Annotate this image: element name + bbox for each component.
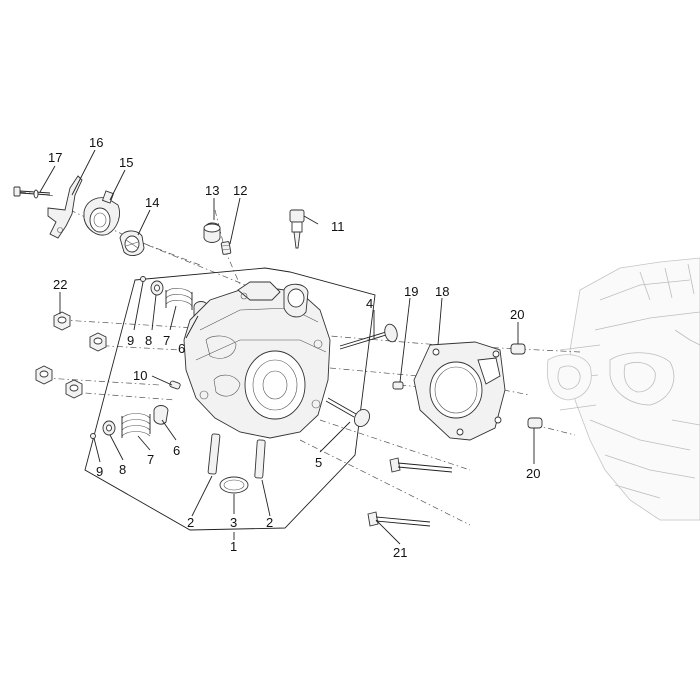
- valve-5-part: [325, 397, 370, 427]
- callout-7-upper: 7: [163, 333, 170, 348]
- dowel-19-part: [392, 381, 404, 390]
- housing-15-part: [83, 190, 120, 236]
- bolt-17-part: [13, 186, 51, 199]
- bolts-21-part: [367, 457, 453, 527]
- thermostat-14-part: [119, 230, 145, 256]
- cylinder-head-part: [183, 281, 331, 439]
- callout-18: 18: [435, 284, 449, 299]
- callout-2-left: 2: [187, 515, 194, 530]
- callout-16: 16: [89, 135, 103, 150]
- group-1-outline: [84, 267, 376, 531]
- pins-and-oring-part: [207, 433, 266, 494]
- callout-13: 13: [205, 183, 219, 198]
- leader-lines: [39, 149, 535, 545]
- sensor-11-part: [289, 209, 319, 249]
- stud-12-part: [220, 241, 232, 255]
- callout-4: 4: [366, 296, 373, 311]
- callout-labels: 17 16 15 14 13 12 11 22 9 8 7 6 10 9 8 7…: [48, 135, 540, 560]
- callout-7-lower: 7: [147, 452, 154, 467]
- valve-set-lower-part: [90, 405, 169, 439]
- callout-2-right: 2: [266, 515, 273, 530]
- callout-21: 21: [393, 545, 407, 560]
- engine-block-ghost: [546, 257, 700, 521]
- callout-14: 14: [145, 195, 159, 210]
- callout-19: 19: [404, 284, 418, 299]
- callout-6-upper: 6: [178, 341, 185, 356]
- callout-8-upper: 8: [145, 333, 152, 348]
- callout-22: 22: [53, 277, 67, 292]
- callout-9-upper: 9: [127, 333, 134, 348]
- gasket-18-part: [413, 341, 506, 441]
- callout-17: 17: [48, 150, 62, 165]
- callout-5: 5: [315, 455, 322, 470]
- callout-9-lower: 9: [96, 464, 103, 479]
- callout-20-upper: 20: [510, 307, 524, 322]
- callout-11: 11: [331, 219, 345, 234]
- callout-8-lower: 8: [119, 462, 126, 477]
- callout-12: 12: [233, 183, 247, 198]
- cap-13-part: [203, 222, 221, 243]
- callout-10: 10: [133, 368, 147, 383]
- callout-6-lower: 6: [173, 443, 180, 458]
- callout-20-lower: 20: [526, 466, 540, 481]
- dowels-20-part: [510, 343, 543, 429]
- valve-4-part: [339, 323, 398, 350]
- dowel-10-part: [169, 380, 181, 390]
- callout-15: 15: [119, 155, 133, 170]
- callout-3: 3: [230, 515, 237, 530]
- callout-1: 1: [230, 539, 237, 554]
- nuts-22-part: [35, 311, 107, 399]
